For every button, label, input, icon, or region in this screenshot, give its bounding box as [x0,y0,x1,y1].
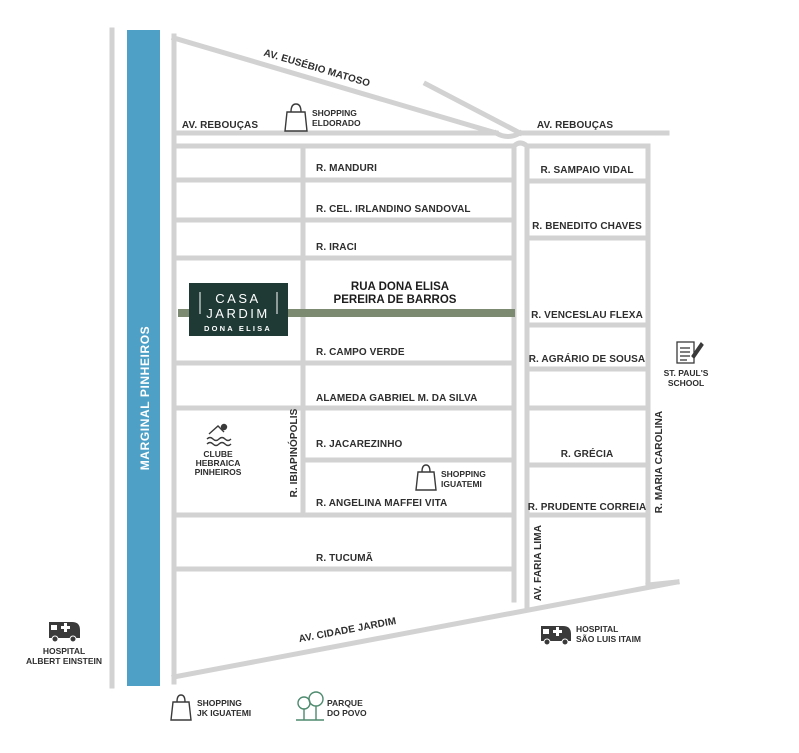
shopping-bag-icon [170,694,192,721]
shopping-bag-icon [284,103,308,132]
svg-text:SCHOOL: SCHOOL [668,378,704,388]
label-prudente: R. PRUDENTE CORREIA [528,502,647,513]
svg-text:SÃO LUIS ITAIM: SÃO LUIS ITAIM [576,634,641,644]
svg-text:DO POVO: DO POVO [327,708,367,718]
poi-parque-do-povo: PARQUE DO POVO [296,691,367,721]
svg-text:PINHEIROS: PINHEIROS [195,467,242,477]
label-maria-carolina: R. MARIA CAROLINA [654,411,665,513]
highlight-street-label-1: RUA DONA ELISA [351,281,449,293]
road-network [109,27,680,689]
svg-text:ST. PAUL'S: ST. PAUL'S [664,368,709,378]
svg-text:HEBRAICA: HEBRAICA [196,458,241,468]
poi-hospital-sao-luis: HOSPITAL SÃO LUIS ITAIM [541,624,641,646]
label-agrario: R. AGRÁRIO DE SOUSA [529,352,646,365]
svg-text:SHOPPING: SHOPPING [441,469,486,479]
label-tucuma: R. TUCUMÃ [316,551,373,564]
logo-line-2: JARDIM [206,306,269,321]
road-diag-top [422,80,524,137]
svg-text:SHOPPING: SHOPPING [197,698,242,708]
school-icon [676,341,704,364]
river-marginal-pinheiros [127,30,160,686]
shopping-bag-icon [415,464,437,491]
svg-text:JK IGUATEMI: JK IGUATEMI [197,708,251,718]
label-grecia: R. GRÉCIA [561,447,614,460]
ambulance-icon [49,622,80,643]
road-cidade-jardim [171,579,680,680]
ambulance-icon [541,626,571,646]
svg-text:HOSPITAL: HOSPITAL [576,624,618,634]
road-eusebio [170,34,500,137]
svg-text:IGUATEMI: IGUATEMI [441,479,482,489]
label-campo-verde: R. CAMPO VERDE [316,347,405,358]
poi-st-pauls-school: ST. PAUL'S SCHOOL [664,341,709,388]
label-sampaio: R. SAMPAIO VIDAL [540,165,633,176]
logo-line-1: CASA [215,291,260,306]
label-venceslau: R. VENCESLAU FLEXA [531,310,643,321]
label-gabriel: ALAMEDA GABRIEL M. DA SILVA [316,393,477,404]
label-angelina: R. ANGELINA MAFFEI VITA [316,498,447,509]
label-reboucas-right: AV. REBOUÇAS [537,120,613,131]
svg-text:ALBERT EINSTEIN: ALBERT EINSTEIN [26,656,102,666]
label-iraci: R. IRACI [316,242,357,253]
swimmer-icon [206,423,232,447]
logo-line-3: DONA ELISA [204,324,272,333]
label-ibiapinopolis: R. IBIAPINÓPOLIS [287,408,300,497]
label-jacarezinho: R. JACAREZINHO [316,439,403,450]
label-manduri: R. MANDURI [316,163,377,174]
poi-hospital-einstein: HOSPITAL ALBERT EINSTEIN [26,622,102,666]
svg-text:HOSPITAL: HOSPITAL [43,646,85,656]
label-reboucas-left: AV. REBOUÇAS [182,120,258,131]
label-irlandino: R. CEL. IRLANDINO SANDOVAL [316,204,471,215]
svg-text:SHOPPING: SHOPPING [312,108,357,118]
poi-shopping-iguatemi: SHOPPING IGUATEMI [415,464,486,491]
label-faria-lima: AV. FARIA LIMA [533,525,544,601]
svg-text:PARQUE: PARQUE [327,698,363,708]
casa-jardim-logo: CASA JARDIM DONA ELISA [189,283,288,336]
svg-text:ELDORADO: ELDORADO [312,118,361,128]
svg-text:CLUBE: CLUBE [203,449,233,459]
poi-shopping-jk: SHOPPING JK IGUATEMI [170,694,251,721]
trees-icon [296,691,324,721]
label-benedito: R. BENEDITO CHAVES [532,221,642,232]
highlight-street [178,309,515,317]
poi-clube-hebraica: CLUBE HEBRAICA PINHEIROS [195,423,242,477]
highlight-street-label-2: PEREIRA DE BARROS [334,294,457,306]
label-cidade-jardim: AV. CIDADE JARDIM [298,616,397,645]
poi-shopping-eldorado: SHOPPING ELDORADO [284,103,361,132]
river-label: MARGINAL PINHEIROS [138,326,152,471]
